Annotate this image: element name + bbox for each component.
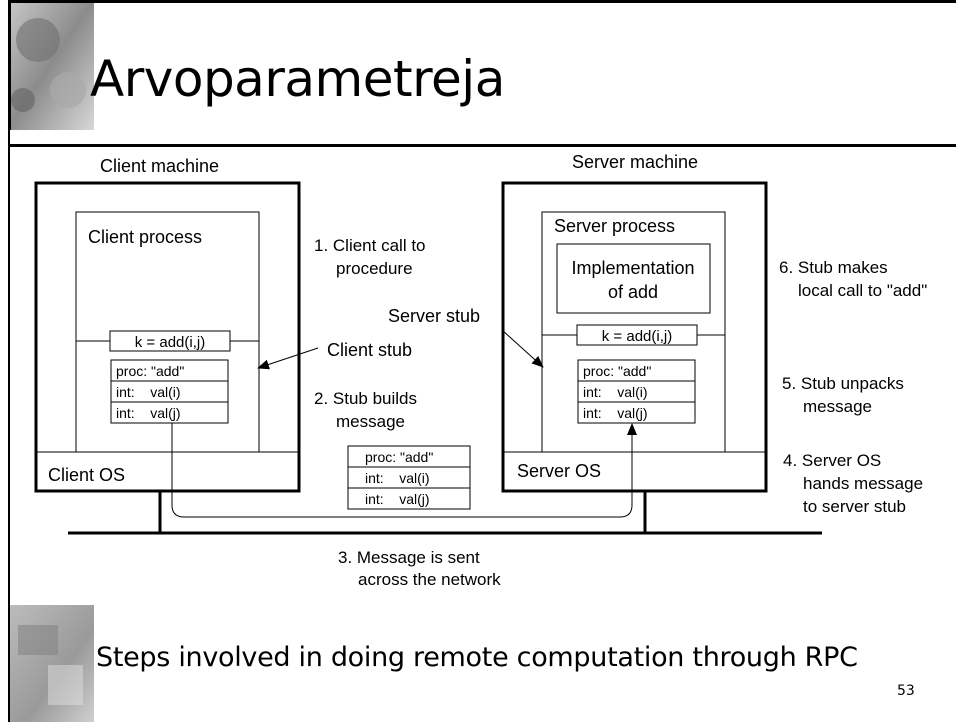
decorative-texture-top — [8, 0, 94, 130]
server-message-row: proc: "add" — [583, 363, 651, 379]
implementation-line-1: Implementation — [571, 258, 694, 278]
server-stub-label: Server stub — [388, 306, 480, 326]
step-4-line-3: to server stub — [803, 497, 906, 516]
client-message-row: int: val(j) — [116, 405, 181, 421]
step-6-line-1: 6. Stub makes — [779, 258, 888, 277]
server-message-row: int: val(j) — [583, 405, 648, 421]
frame-left — [8, 0, 11, 130]
step-4-line-1: 4. Server OS — [783, 451, 881, 470]
client-stub-arrow — [257, 347, 319, 370]
client-process-label: Client process — [88, 227, 202, 247]
client-message-box — [110, 359, 229, 424]
server-message-row: int: val(i) — [583, 384, 648, 400]
step-3-line-2: across the network — [358, 570, 501, 589]
title-rule — [8, 144, 956, 147]
server-machine-box — [501, 181, 768, 493]
implementation-box — [556, 243, 711, 314]
server-machine-label: Server machine — [572, 152, 698, 172]
message-path-arrow — [171, 423, 637, 518]
client-message-row: int: val(i) — [116, 384, 181, 400]
slide-caption: Steps involved in doing remote computati… — [96, 642, 858, 673]
step-6-line-2: local call to "add" — [798, 281, 927, 300]
server-process-label: Server process — [554, 216, 675, 236]
step-5-line-1: 5. Stub unpacks — [782, 374, 904, 393]
step-3-line-1: 3. Message is sent — [338, 548, 480, 567]
server-os-label: Server OS — [517, 461, 601, 481]
client-call-text: k = add(i,j) — [135, 334, 205, 351]
network-message-box — [347, 445, 471, 510]
step-2-line-2: message — [336, 412, 405, 431]
client-os-label: Client OS — [48, 465, 125, 485]
page-number: 53 — [897, 683, 915, 699]
client-machine-box — [34, 181, 301, 493]
step-2-line-1: 2. Stub builds — [314, 389, 417, 408]
implementation-line-2: of add — [608, 282, 658, 302]
step-5-line-2: message — [803, 397, 872, 416]
decorative-texture-bottom — [8, 605, 94, 722]
client-message-row: proc: "add" — [116, 363, 184, 379]
client-machine-label: Client machine — [100, 156, 219, 176]
server-stub-arrow — [501, 329, 544, 368]
network-message-row: proc: "add" — [365, 449, 433, 465]
frame-left-lower — [8, 130, 10, 722]
step-1-line-2: procedure — [336, 259, 413, 278]
step-4-line-2: hands message — [803, 474, 923, 493]
server-call-text: k = add(i,j) — [602, 328, 672, 345]
network-message-row: int: val(j) — [365, 491, 430, 507]
client-stub-label: Client stub — [327, 340, 412, 360]
frame-top — [8, 0, 956, 3]
slide-title: Arvoparametreja — [90, 50, 505, 108]
step-1-line-1: 1. Client call to — [314, 236, 426, 255]
network-message-row: int: val(i) — [365, 470, 430, 486]
server-message-box — [577, 359, 696, 424]
